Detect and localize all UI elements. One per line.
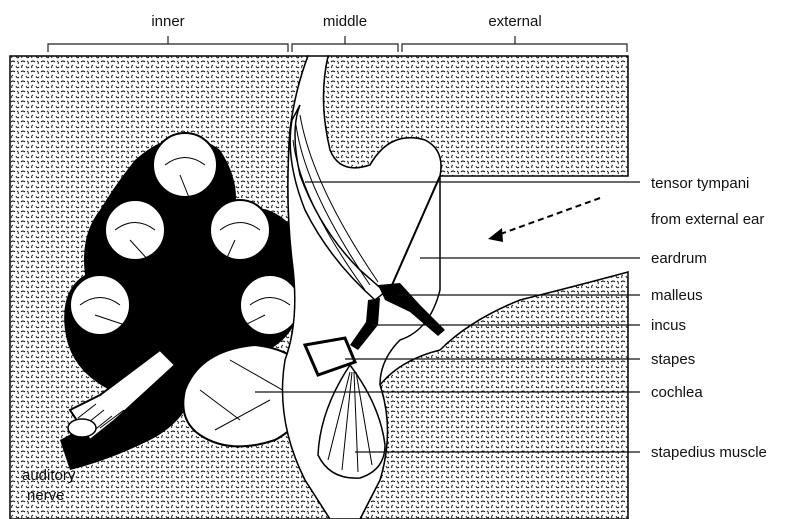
auditory-nerve-label-line1: auditory	[22, 467, 76, 484]
turn-upper-right	[210, 200, 270, 260]
from-external-ear-label: from external ear	[651, 211, 764, 228]
malleus-label: malleus	[651, 287, 703, 304]
middle-label: middle	[323, 13, 367, 30]
inner-label: inner	[151, 13, 184, 30]
turn-upper-left	[105, 200, 165, 260]
region-brackets	[48, 36, 627, 52]
external-label: external	[488, 13, 541, 30]
incus-label: incus	[651, 317, 686, 334]
cochlea-label: cochlea	[651, 384, 703, 401]
turn-lower-right	[240, 275, 300, 335]
sound-arrowhead	[488, 228, 503, 242]
eardrum-label: eardrum	[651, 250, 707, 267]
middle-bracket	[292, 36, 398, 52]
stapes-label: stapes	[651, 351, 695, 368]
turn-lower-left	[70, 275, 130, 335]
sound-direction-arrow	[495, 198, 600, 236]
external-bracket	[402, 36, 627, 52]
nerve-cut-end	[68, 419, 96, 437]
tensor-tympani-label: tensor tympani	[651, 175, 749, 192]
stapedius-muscle-label: stapedius muscle	[651, 444, 767, 461]
auditory-nerve-label-line2: nerve	[27, 487, 65, 504]
inner-bracket	[48, 36, 288, 52]
temporal-bone-upper-right	[323, 56, 628, 176]
